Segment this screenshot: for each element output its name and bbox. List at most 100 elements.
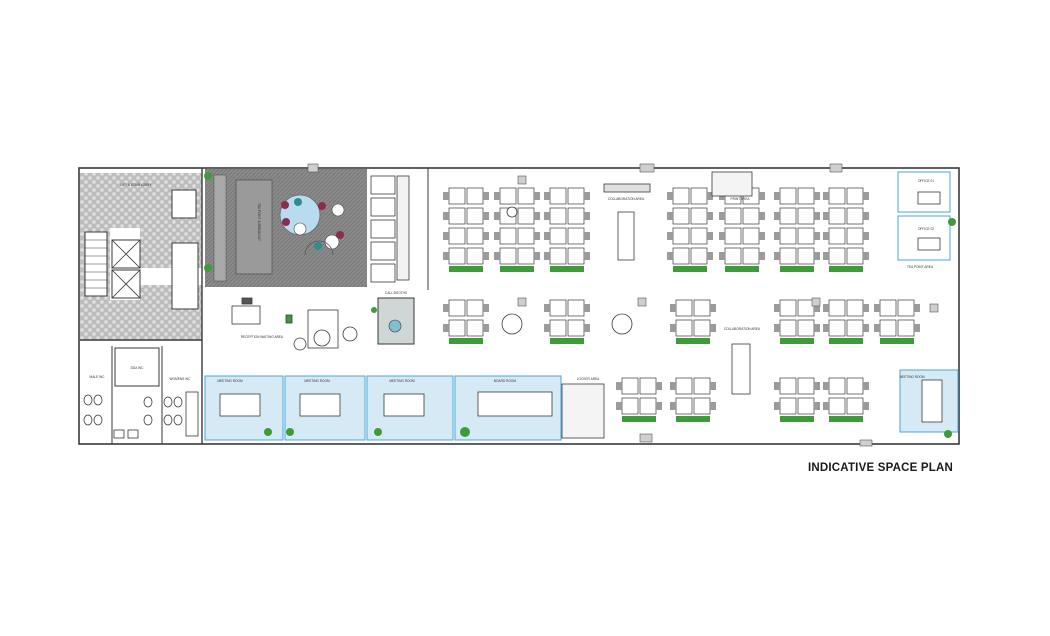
chair xyxy=(774,324,780,332)
chair xyxy=(494,232,500,240)
chair xyxy=(814,212,820,220)
chair xyxy=(823,252,829,260)
chair xyxy=(584,232,590,240)
chair xyxy=(823,232,829,240)
room-label-meeting-2: MEETING ROOM xyxy=(304,379,330,383)
chair xyxy=(719,212,725,220)
desk xyxy=(690,227,708,245)
chair xyxy=(544,304,550,312)
planter xyxy=(673,266,707,272)
chair xyxy=(874,304,880,312)
room-label-womens-wc: WOMENS WC xyxy=(170,377,192,381)
chair xyxy=(719,252,725,260)
chair xyxy=(443,324,449,332)
desk xyxy=(549,207,567,225)
chair xyxy=(544,324,550,332)
desk xyxy=(675,377,693,395)
chair xyxy=(774,252,780,260)
chair xyxy=(774,402,780,410)
desk xyxy=(797,299,815,317)
desk-cluster xyxy=(667,187,713,272)
desk xyxy=(846,227,864,245)
desk xyxy=(621,397,639,415)
chair xyxy=(483,324,489,332)
desk xyxy=(549,247,567,265)
wc-block xyxy=(83,346,199,444)
chair xyxy=(443,304,449,312)
desk-cluster xyxy=(823,377,869,422)
chair xyxy=(814,304,820,312)
planter xyxy=(550,338,584,344)
desk xyxy=(690,207,708,225)
collaboration-tables xyxy=(561,171,753,439)
chair xyxy=(670,382,676,390)
desk xyxy=(621,377,639,395)
desk xyxy=(672,187,690,205)
chair xyxy=(759,232,765,240)
desk xyxy=(828,187,846,205)
desk xyxy=(779,377,797,395)
desk xyxy=(779,299,797,317)
chair xyxy=(443,212,449,220)
chair xyxy=(814,252,820,260)
chair xyxy=(759,212,765,220)
planter xyxy=(829,266,863,272)
room-label-office-2: OFFICE 02 xyxy=(918,227,934,231)
desk xyxy=(693,397,711,415)
desk xyxy=(499,187,517,205)
chair xyxy=(667,212,673,220)
planter xyxy=(780,338,814,344)
workstation-groups xyxy=(443,187,920,422)
chair xyxy=(483,232,489,240)
room-label-dda-wc: DDA WC xyxy=(131,366,144,370)
desk-cluster xyxy=(774,187,820,272)
desk xyxy=(693,299,711,317)
chair xyxy=(667,252,673,260)
desk xyxy=(797,377,815,395)
chair xyxy=(707,232,713,240)
chair xyxy=(534,252,540,260)
desk xyxy=(828,299,846,317)
desk xyxy=(779,187,797,205)
chair xyxy=(584,304,590,312)
chair xyxy=(707,252,713,260)
desk xyxy=(897,319,915,337)
desk xyxy=(797,247,815,265)
chair xyxy=(483,212,489,220)
desk xyxy=(690,247,708,265)
desk xyxy=(724,207,742,225)
desk xyxy=(690,187,708,205)
room-label-locker-area: LOCKER AREA xyxy=(577,377,600,381)
chair xyxy=(443,192,449,200)
desk-cluster xyxy=(823,299,869,344)
desk xyxy=(672,227,690,245)
chair xyxy=(710,324,716,332)
chair xyxy=(656,402,662,410)
chair xyxy=(814,192,820,200)
desk xyxy=(846,397,864,415)
chair xyxy=(814,402,820,410)
chair xyxy=(584,212,590,220)
desk xyxy=(724,227,742,245)
chair xyxy=(534,232,540,240)
planter xyxy=(780,266,814,272)
offices xyxy=(897,171,951,261)
chair xyxy=(814,232,820,240)
desk xyxy=(846,247,864,265)
chair xyxy=(670,324,676,332)
chair xyxy=(759,252,765,260)
desk xyxy=(779,397,797,415)
chair xyxy=(544,252,550,260)
desk xyxy=(448,247,466,265)
chair xyxy=(719,232,725,240)
planter xyxy=(725,266,759,272)
chair xyxy=(494,212,500,220)
chair xyxy=(874,324,880,332)
chair xyxy=(823,304,829,312)
desk xyxy=(797,227,815,245)
planter xyxy=(676,338,710,344)
round-tables xyxy=(501,206,633,335)
chair xyxy=(534,192,540,200)
desk-cluster xyxy=(616,377,662,422)
chair xyxy=(774,212,780,220)
